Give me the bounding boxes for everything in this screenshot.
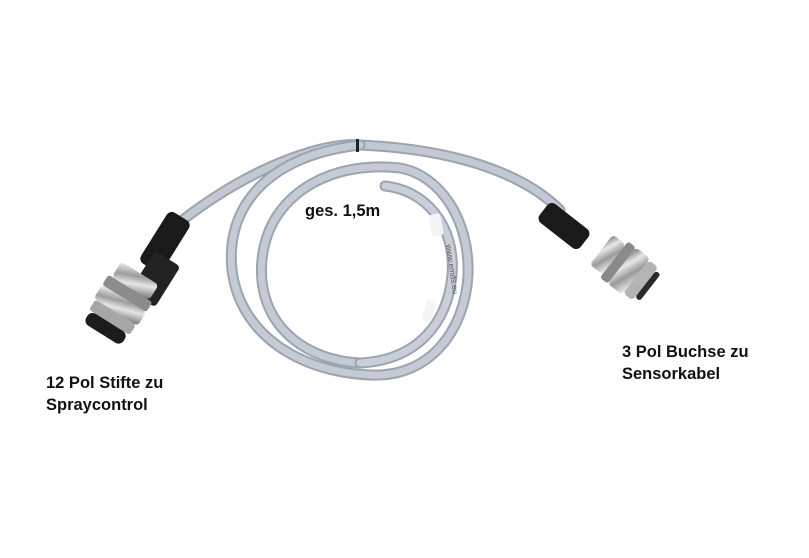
left-connector-label: 12 Pol Stifte zu Spraycontrol	[46, 372, 163, 417]
right-connector	[538, 202, 660, 300]
cable	[174, 139, 566, 381]
left-label-line1: 12 Pol Stifte zu	[46, 374, 164, 392]
left-label-line2: Spraycontrol	[46, 396, 148, 415]
left-connector	[85, 211, 190, 344]
right-label-line2: Sensorkabel	[622, 365, 721, 384]
cable-length-text: ges. 1,5m	[305, 202, 381, 220]
right-connector-label: 3 Pol Buchse zu Sensorkabel	[622, 341, 749, 386]
right-label-line1: 3 Pol Buchse zu	[622, 343, 749, 361]
cable-length-label: ges. 1,5m	[305, 200, 380, 222]
